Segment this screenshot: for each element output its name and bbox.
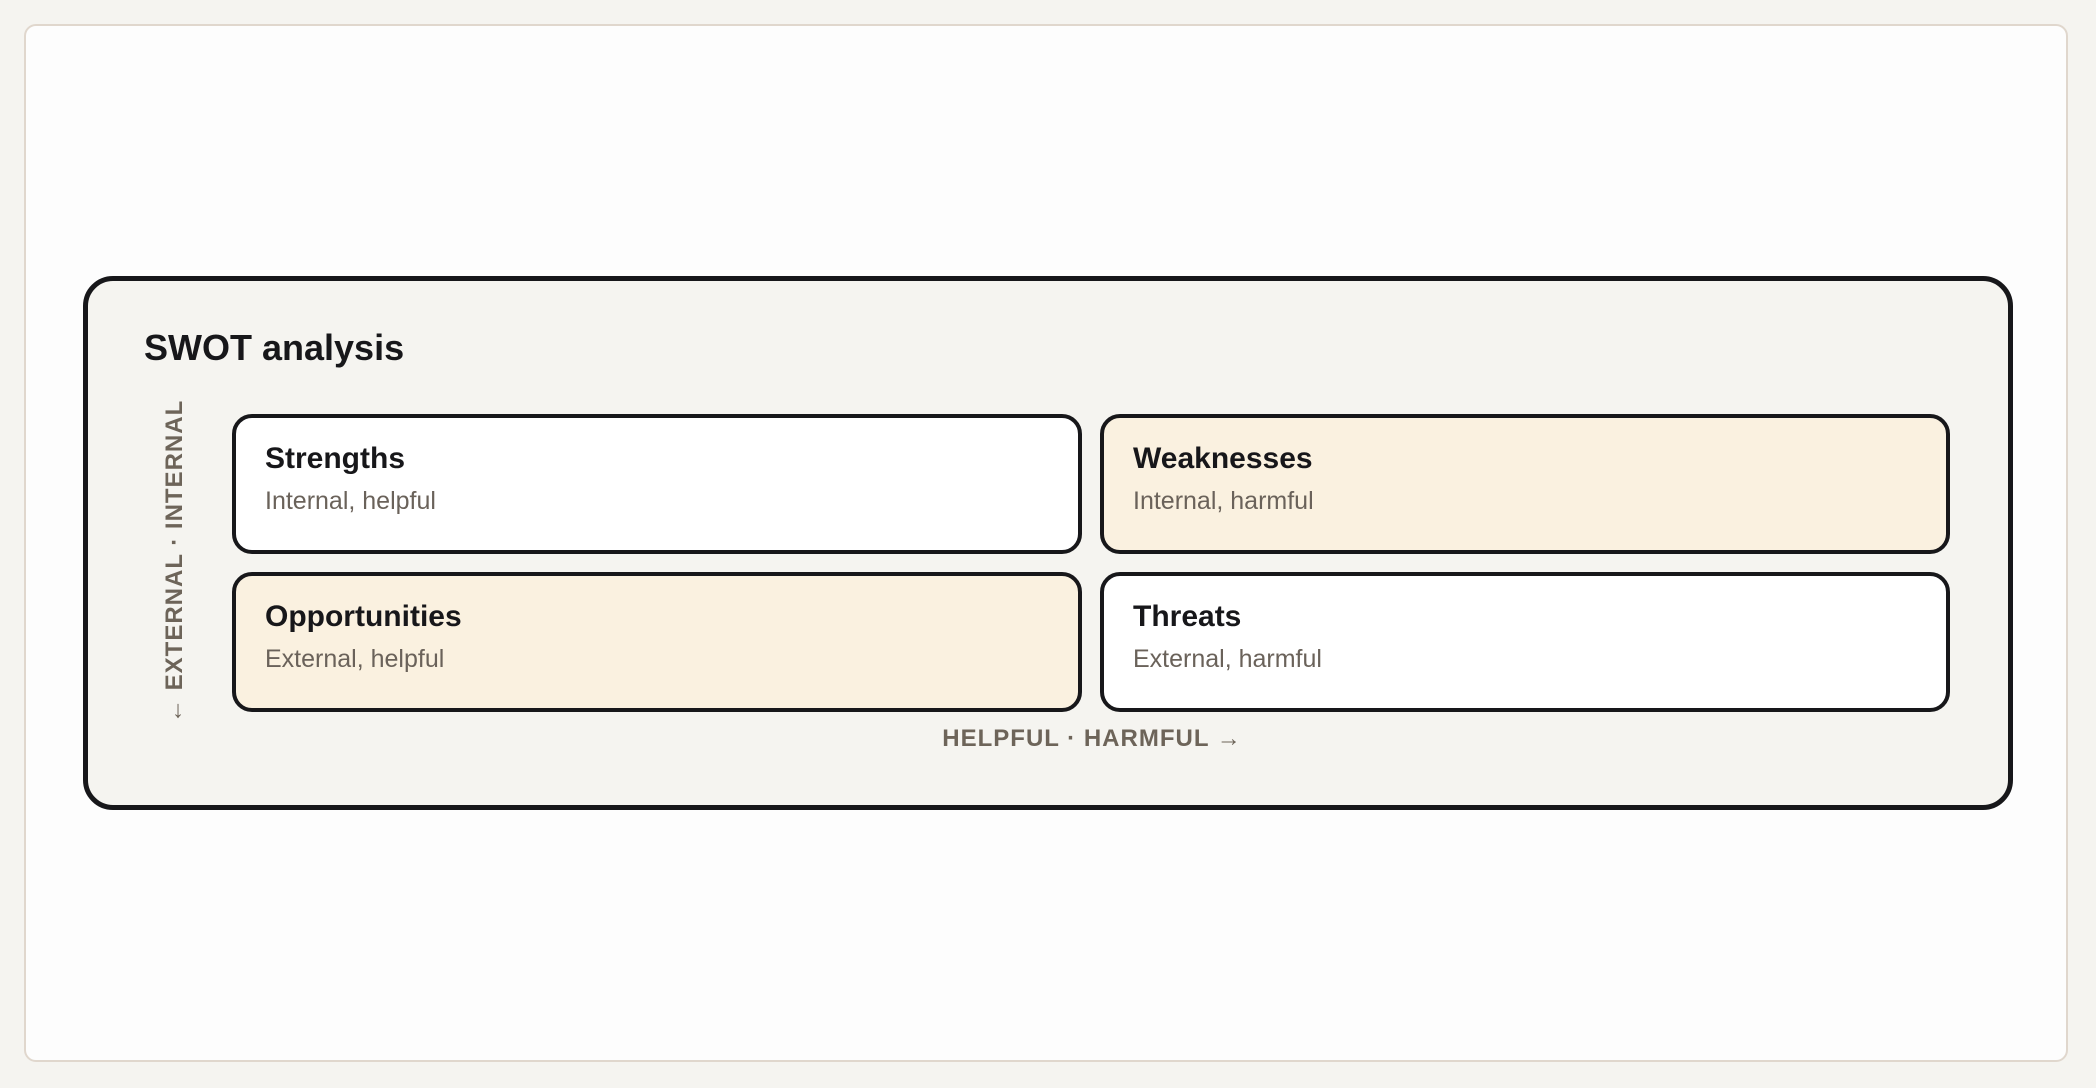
quadrant-description: Internal, harmful [1133,487,1314,515]
quadrant-heading: Strengths [265,442,406,475]
quadrant-opportunities: Opportunities External, helpful [232,572,1082,712]
quadrant-strengths: Strengths Internal, helpful [232,414,1082,554]
y-axis-label: ← EXTERNAL · INTERNAL [161,399,188,723]
quadrant-heading: Opportunities [265,600,462,633]
quadrant-description: External, harmful [1133,645,1322,673]
diagram-title: SWOT analysis [144,327,405,368]
x-axis-label: HELPFUL · HARMFUL → [942,725,1242,752]
quadrant-description: Internal, helpful [265,487,436,515]
quadrant-heading: Threats [1133,600,1242,633]
quadrant-description: External, helpful [265,645,445,673]
quadrant-heading: Weaknesses [1133,442,1313,475]
quadrant-weaknesses: Weaknesses Internal, harmful [1100,414,1950,554]
quadrant-threats: Threats External, harmful [1100,572,1950,712]
